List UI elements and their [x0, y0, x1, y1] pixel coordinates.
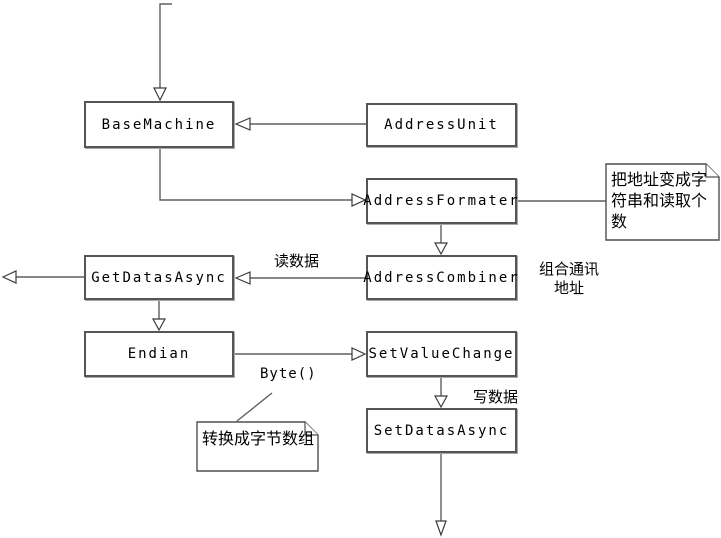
edge-label-combine-address: 组合通讯 地址: [538, 260, 599, 297]
node-endian[interactable]: Endian: [84, 331, 234, 377]
node-basemachine-label: BaseMachine: [101, 116, 217, 133]
node-setdatasasync-label: SetDatasAsync: [373, 422, 510, 439]
edge-label-read-data: 读数据: [274, 252, 320, 270]
edge-setvaluechange-to-setdatasasync: [433, 377, 449, 409]
note-byte-text[interactable]: 转换成字节数组: [202, 429, 315, 448]
note-address-shape: [605, 163, 720, 241]
note-fold-icon: [304, 422, 318, 436]
node-setvaluechange-label: SetValueChange: [368, 346, 515, 362]
note-byte-shape: [196, 392, 319, 472]
node-addressunit[interactable]: AddressUnit: [366, 103, 517, 147]
edge-addressunit-to-basemachine: [234, 117, 366, 131]
node-getdatasasync[interactable]: GetDatasAsync: [84, 255, 234, 300]
node-basemachine[interactable]: BaseMachine: [84, 101, 234, 148]
node-getdatasasync-label: GetDatasAsync: [91, 269, 227, 286]
arrowhead-left-icon: [234, 271, 251, 285]
arrowhead-down-icon: [151, 318, 167, 332]
arrowhead-right-icon: [351, 347, 367, 361]
note-fold-icon: [705, 164, 719, 178]
node-addressformater[interactable]: AddressFormater: [363, 178, 520, 224]
arrowhead-down-icon: [433, 395, 449, 409]
edge-getdatasasync-to-left: [1, 270, 84, 284]
node-addresscombiner[interactable]: AddressCombiner: [363, 255, 520, 300]
edge-label-byte-call: Byte(): [260, 366, 317, 382]
arrowhead-down-icon: [433, 242, 449, 256]
node-setdatasasync[interactable]: SetDatasAsync: [366, 408, 517, 453]
edge-basemachine-to-addressformater: [159, 148, 367, 207]
node-addresscombiner-label: AddressCombiner: [363, 269, 520, 286]
edge-label-write-data: 写数据: [473, 388, 519, 406]
node-addressunit-label: AddressUnit: [384, 117, 499, 133]
arrowhead-left-icon: [234, 117, 251, 131]
arrowhead-right-icon: [351, 193, 367, 207]
arrowhead-down-icon: [153, 87, 167, 102]
edge-getdatasasync-to-endian: [151, 300, 167, 332]
node-endian-label: Endian: [127, 346, 191, 362]
note-address-text[interactable]: 把地址变成字符串和读取个数: [611, 170, 708, 232]
node-addressformater-label: AddressFormater: [363, 193, 520, 209]
arrowhead-down-icon: [435, 520, 447, 537]
arrowhead-left-icon: [1, 270, 17, 284]
node-setvaluechange[interactable]: SetValueChange: [366, 331, 517, 377]
edge-top-to-basemachine: [153, 3, 172, 102]
edge-addressformater-to-addresscombiner: [433, 224, 449, 256]
edge-setdatasasync-to-bottom: [435, 453, 447, 537]
edge-addresscombiner-to-getdatasasync: [234, 271, 366, 285]
edge-endian-to-setvaluechange: [234, 347, 367, 361]
